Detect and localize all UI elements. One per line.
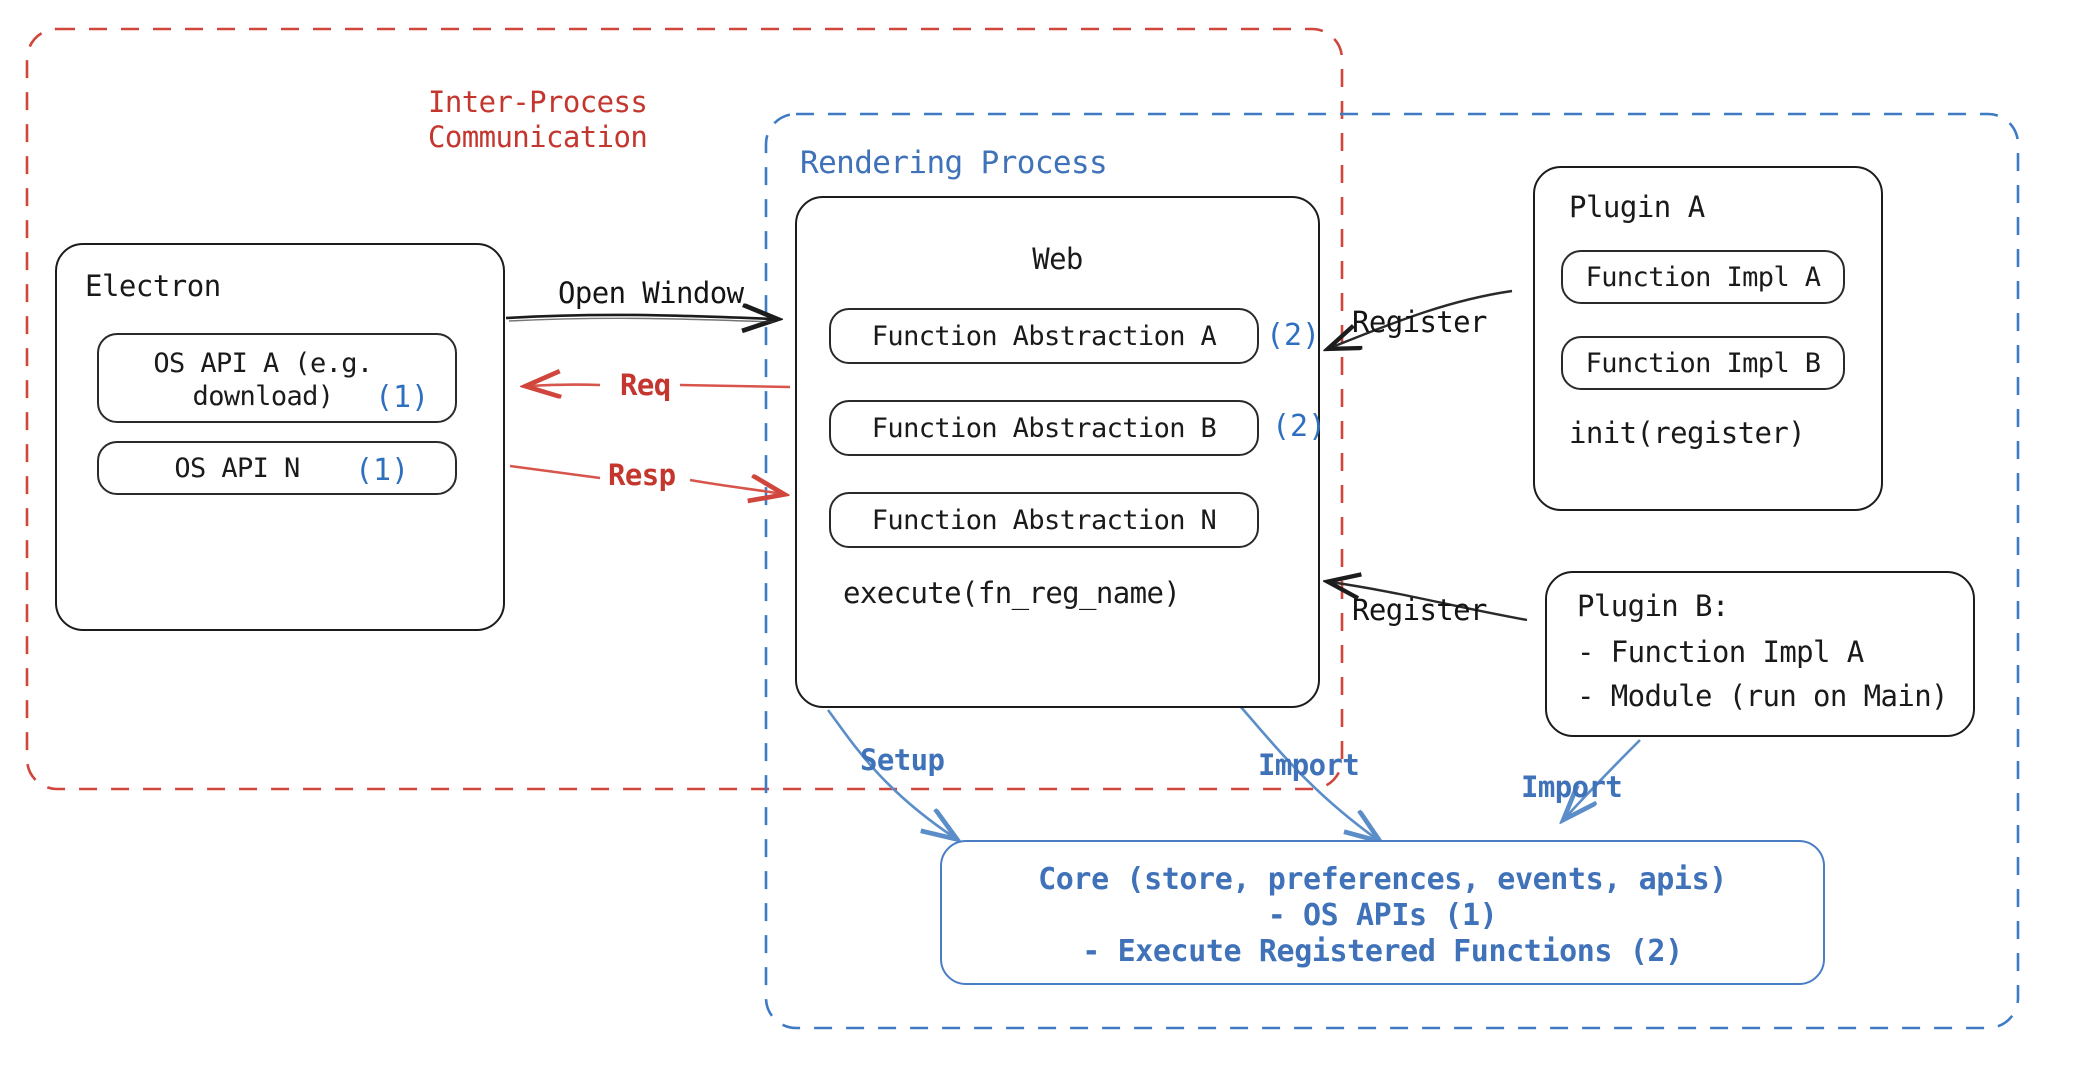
function-abstraction-n-label: Function Abstraction N	[871, 505, 1217, 536]
electron-title: Electron	[85, 269, 221, 303]
plugin-a-init-label: init(register)	[1569, 416, 1806, 450]
edge-req-tail	[679, 383, 791, 389]
edge-label-req: Req	[620, 368, 671, 402]
ipc-boundary-label-line2: Communication	[428, 120, 648, 154]
edge-label-open-window: Open Window	[558, 276, 744, 310]
function-abstraction-a-label: Function Abstraction A	[871, 321, 1217, 352]
render-boundary-outline	[764, 112, 2020, 1030]
function-abstraction-b-label: Function Abstraction B	[871, 413, 1217, 444]
edge-resp	[689, 480, 782, 494]
os-api-n-label: OS API N	[174, 453, 300, 484]
core-line-1: Core (store, preferences, events, apis)	[1038, 862, 1727, 897]
core-line-3: - Execute Registered Functions (2)	[1082, 934, 1683, 969]
edge-label-setup: Setup	[860, 743, 945, 777]
plugin-a-impl-a-label: Function Impl A	[1585, 262, 1821, 293]
edge-setup	[826, 709, 955, 838]
edge-label-import-plugin: Import	[1521, 770, 1623, 804]
function-abstraction-n-box[interactable]: Function Abstraction N	[829, 492, 1259, 548]
plugin-a-box: Plugin A Function Impl A Function Impl B…	[1533, 166, 1883, 511]
edge-open-window	[505, 315, 775, 319]
edge-import-plugin	[1565, 739, 1641, 818]
edge-import-web	[1239, 705, 1378, 840]
edge-label-import-web: Import	[1258, 748, 1360, 782]
edge-register-a	[1330, 289, 1513, 348]
electron-box: Electron OS API A (e.g. download) (1) OS…	[55, 243, 505, 631]
web-box: Web Function Abstraction A Function Abst…	[795, 196, 1320, 708]
edge-label-register-b: Register	[1352, 593, 1487, 627]
web-execute-label: execute(fn_reg_name)	[843, 576, 1181, 610]
function-abstraction-a-marker: (2)	[1266, 318, 1321, 353]
os-api-n-box[interactable]: OS API N (1)	[97, 441, 457, 495]
plugin-b-title: Plugin B:	[1577, 589, 1729, 623]
plugin-b-box: Plugin B: - Function Impl A - Module (ru…	[1545, 571, 1975, 737]
plugin-a-impl-b-box[interactable]: Function Impl B	[1561, 336, 1845, 390]
core-line-2: - OS APIs (1)	[1267, 898, 1498, 933]
function-abstraction-b-marker: (2)	[1272, 409, 1327, 444]
os-api-a-label: OS API A (e.g. download)	[153, 348, 373, 412]
edge-label-resp: Resp	[608, 458, 676, 492]
core-box: Core (store, preferences, events, apis) …	[940, 840, 1825, 985]
plugin-a-impl-b-label: Function Impl B	[1585, 348, 1821, 379]
web-title: Web	[1032, 242, 1083, 276]
os-api-a-box[interactable]: OS API A (e.g. download) (1)	[97, 333, 457, 423]
edge-resp-tail	[509, 464, 601, 480]
plugin-b-line-1: - Function Impl A	[1577, 635, 1864, 669]
ipc-boundary-label-line1: Inter-Process	[428, 85, 648, 119]
function-abstraction-a-box[interactable]: Function Abstraction A	[829, 308, 1259, 364]
os-api-a-marker: (1)	[375, 380, 430, 415]
plugin-a-impl-a-box[interactable]: Function Impl A	[1561, 250, 1845, 304]
plugin-b-line-2: - Module (run on Main)	[1577, 679, 1949, 713]
render-boundary-label: Rendering Process	[800, 145, 1108, 181]
edge-label-register-a: Register	[1352, 305, 1487, 339]
edge-register-b	[1330, 582, 1528, 622]
plugin-a-title: Plugin A	[1569, 190, 1705, 224]
function-abstraction-b-box[interactable]: Function Abstraction B	[829, 400, 1259, 456]
os-api-n-marker: (1)	[355, 453, 410, 488]
edge-req	[528, 385, 601, 386]
